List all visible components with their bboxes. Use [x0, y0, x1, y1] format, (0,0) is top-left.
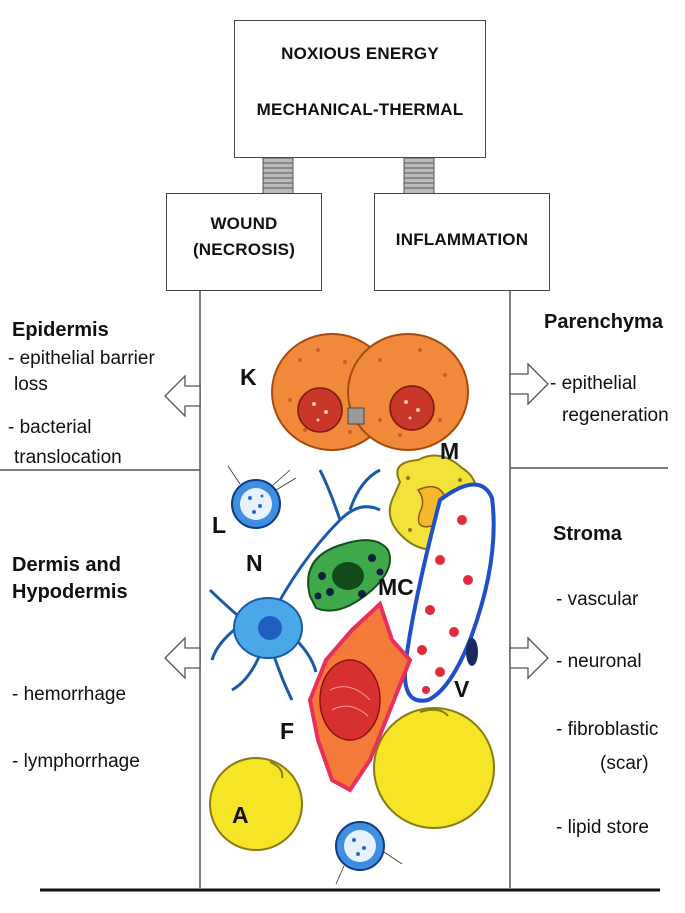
stroma-item: (scar) [600, 753, 649, 774]
neuron-nucleus [258, 616, 282, 640]
parenchyma-item: - epithelial [550, 373, 637, 394]
cell-label-a: A [232, 802, 249, 828]
stroma-item: - neuronal [556, 651, 642, 672]
stroma-item: - vascular [556, 589, 639, 610]
lymphocyte-upper [227, 465, 297, 529]
vessel [403, 482, 496, 703]
epidermis-heading: Epidermis [12, 319, 109, 341]
noxious-energy-line1: NOXIOUS ENERGY [281, 44, 439, 63]
epidermis-item: translocation [14, 447, 122, 468]
stroma-item: - lipid store [556, 817, 649, 838]
noxious-energy-line2: MECHANICAL-THERMAL [256, 100, 464, 119]
wound-box [166, 193, 322, 291]
fibroblast [307, 600, 413, 793]
inflammation-box [374, 193, 550, 291]
noxious-energy-box [234, 20, 486, 158]
dermis-heading-line1: Dermis and [12, 554, 121, 576]
dermis-heading-line2: Hypodermis [12, 581, 128, 603]
cell-label-m: M [440, 438, 460, 464]
cell-label-k: K [240, 364, 257, 390]
stroma-item: - fibroblastic [556, 719, 659, 740]
mast-cell [307, 539, 391, 612]
epidermis-item: - epithelial barrier [8, 348, 155, 369]
cell-label-n: N [246, 550, 263, 576]
stroma-heading: Stroma [553, 523, 622, 545]
wound-line1: WOUND [210, 214, 278, 233]
right-arrow-lower [509, 636, 549, 680]
lymphocyte-lower [335, 821, 403, 885]
parenchyma-heading: Parenchyma [544, 311, 663, 333]
inflammation-label: INFLAMMATION [395, 230, 529, 249]
left-arrow-upper [164, 374, 201, 418]
right-arrow-upper [509, 362, 549, 406]
adipocyte-right [373, 707, 495, 829]
dermis-item: - hemorrhage [12, 684, 127, 705]
cell-label-mc: MC [378, 574, 414, 600]
cell-label-v: V [454, 676, 470, 702]
keratinocyte-pair [271, 333, 469, 451]
parenchyma-item: regeneration [562, 405, 669, 426]
epidermis-item: loss [14, 374, 48, 395]
dermis-item: - lymphorrhage [12, 751, 140, 772]
cell-label-l: L [212, 512, 227, 538]
wound-line2: (NECROSIS) [192, 240, 296, 259]
adipocyte-left [209, 757, 303, 851]
left-arrow-lower [164, 636, 201, 680]
epidermis-item: - bacterial [8, 417, 92, 438]
cell-label-f: F [280, 718, 295, 744]
